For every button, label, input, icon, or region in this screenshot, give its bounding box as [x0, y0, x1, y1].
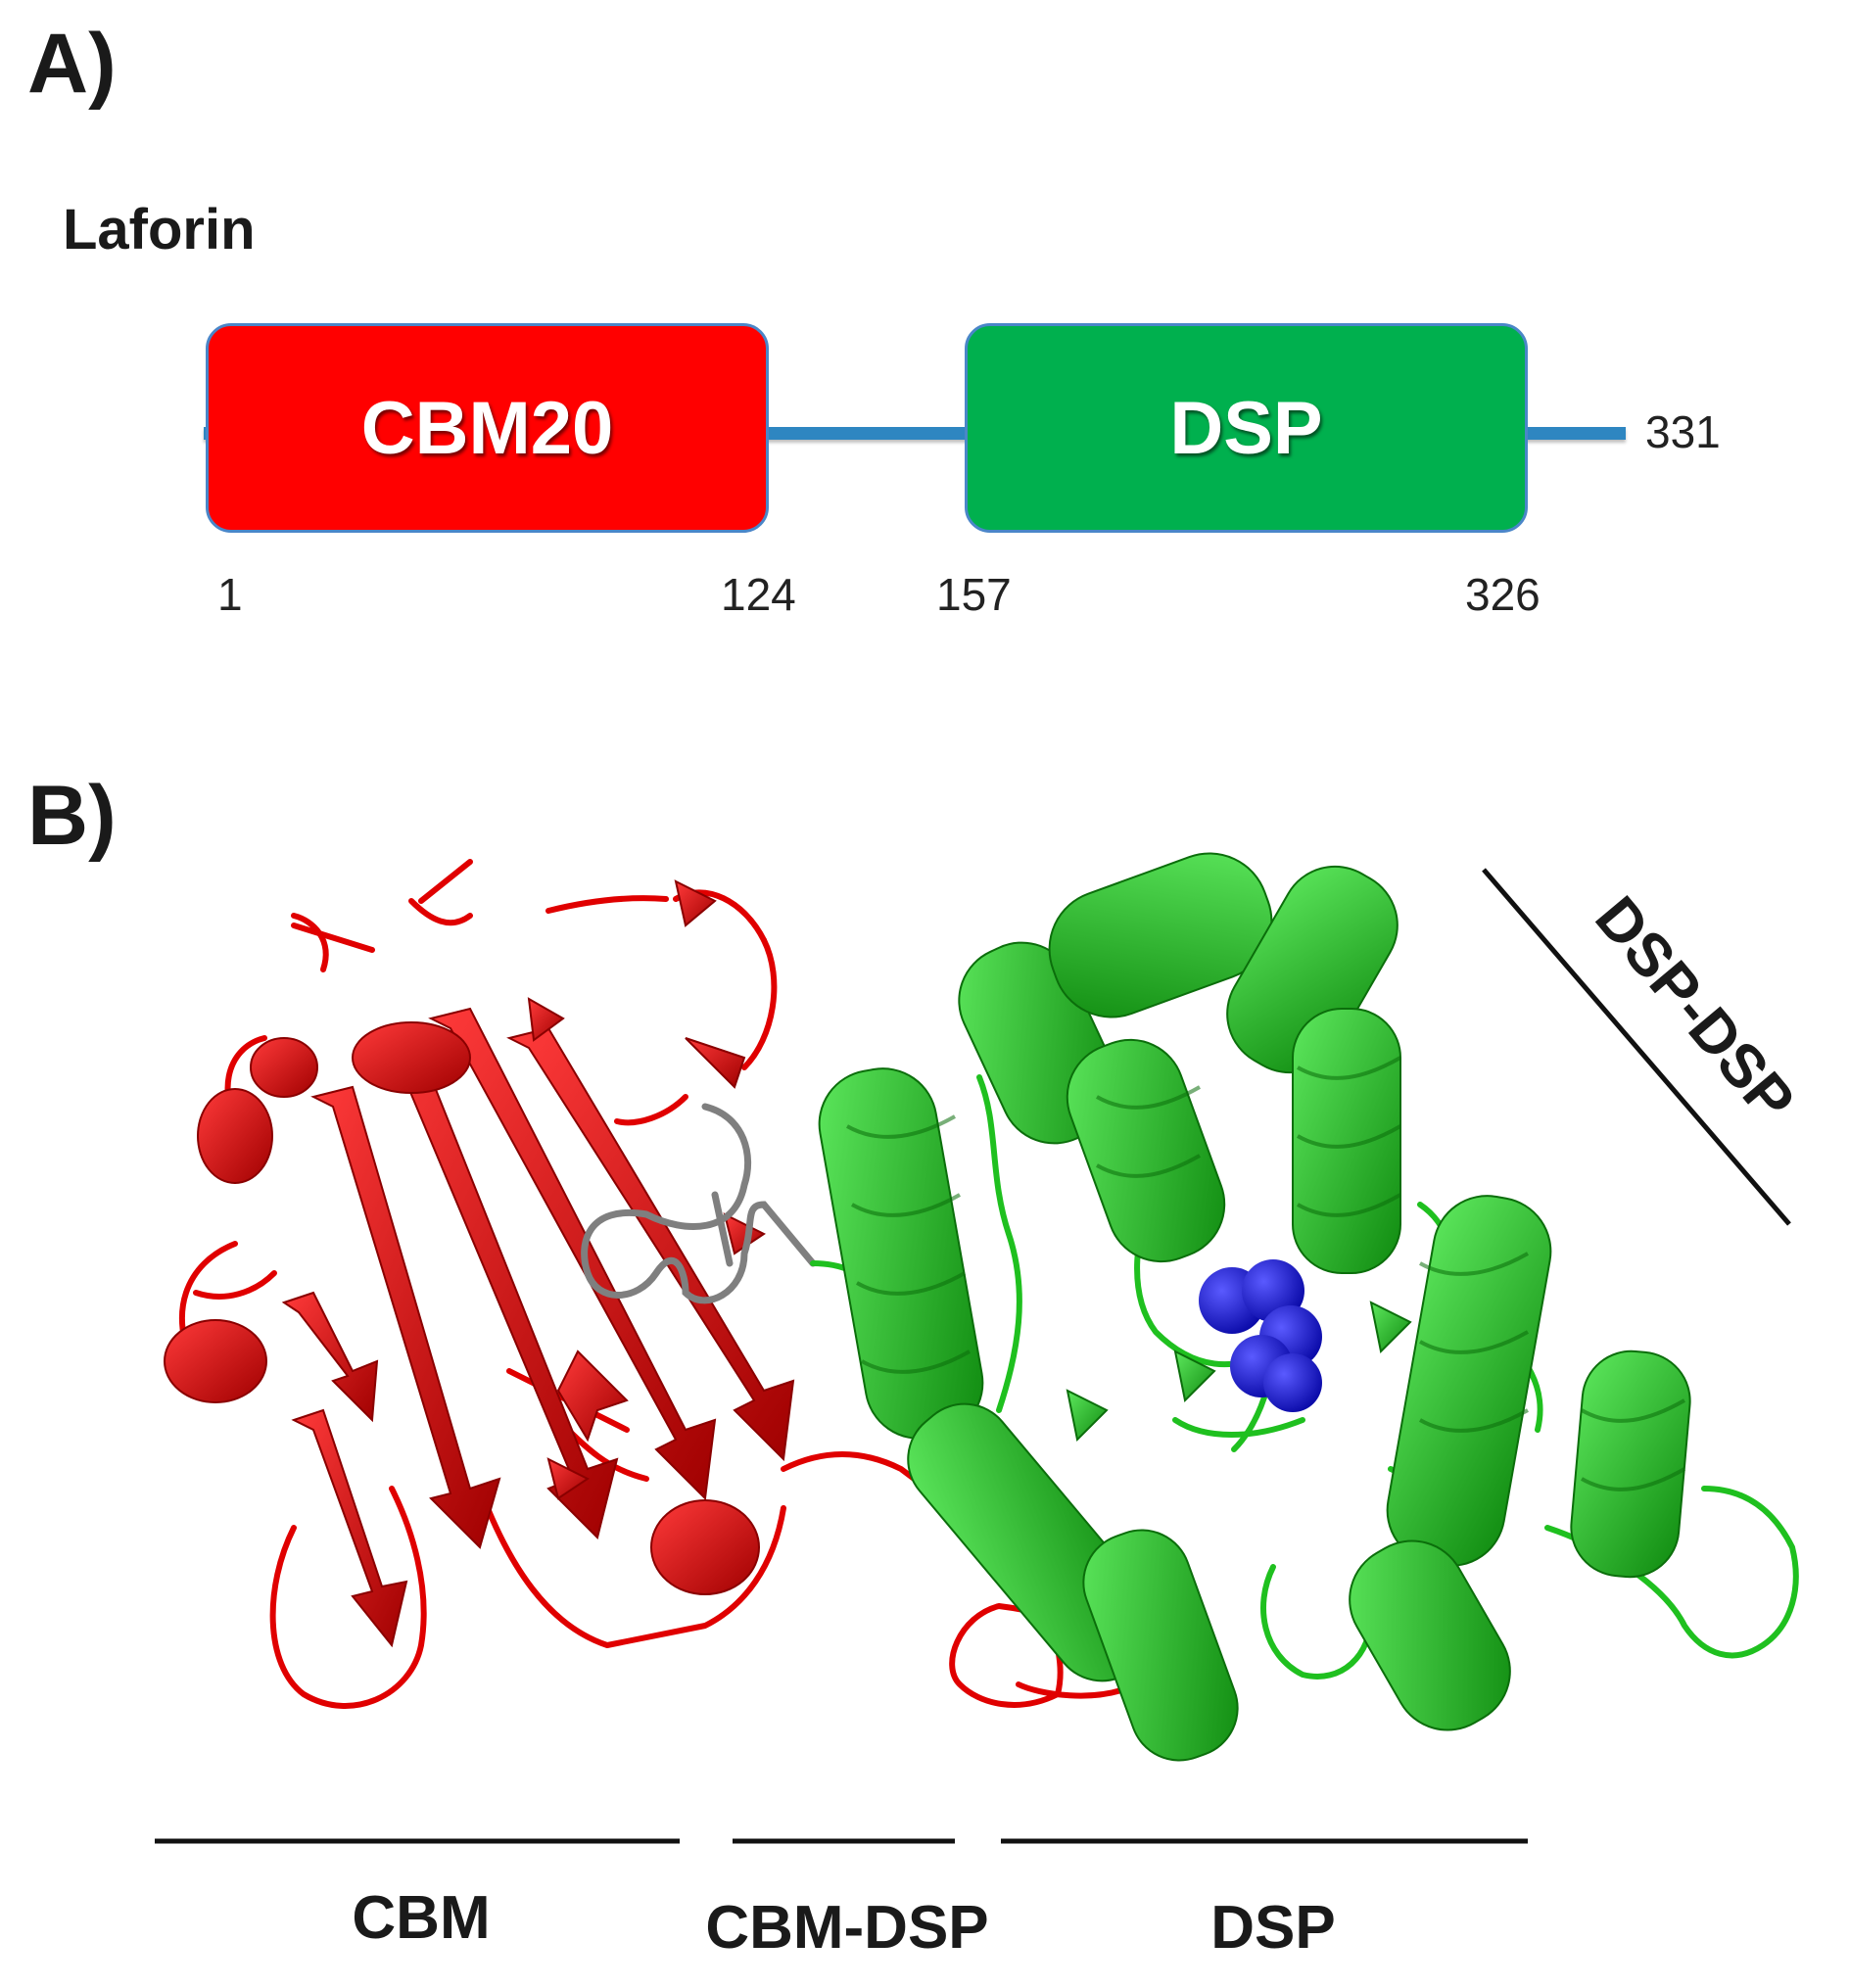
dsp-dsp-region-bar: [1482, 868, 1791, 1226]
dsp-end: 326: [1465, 569, 1541, 620]
panel-a-label: A): [27, 17, 117, 111]
cbm-dsp-linker-structure: [581, 1103, 817, 1304]
active-site-spheres: [1199, 1259, 1322, 1412]
domain-cbm20-label: CBM20: [360, 386, 614, 470]
protein-name: Laforin: [63, 198, 256, 261]
cbm20-start: 1: [217, 569, 243, 620]
region-bars: [155, 868, 1791, 1844]
cbm20-end: 124: [721, 569, 796, 620]
domain-dsp-label: DSP: [1169, 386, 1323, 470]
region-label-cbm-dsp: CBM-DSP: [705, 1894, 989, 1962]
panel-b-label: B): [27, 769, 117, 863]
length-label: 331: [1645, 406, 1721, 457]
region-label-cbm: CBM: [352, 1884, 491, 1952]
dsp-domain-structure: [810, 852, 1799, 1762]
domain-cbm20: CBM20: [206, 323, 769, 533]
cbm-domain-structure: [164, 859, 1139, 1709]
dsp-start: 157: [936, 569, 1012, 620]
region-label-dsp: DSP: [1210, 1894, 1336, 1962]
domain-dsp: DSP: [965, 323, 1528, 533]
